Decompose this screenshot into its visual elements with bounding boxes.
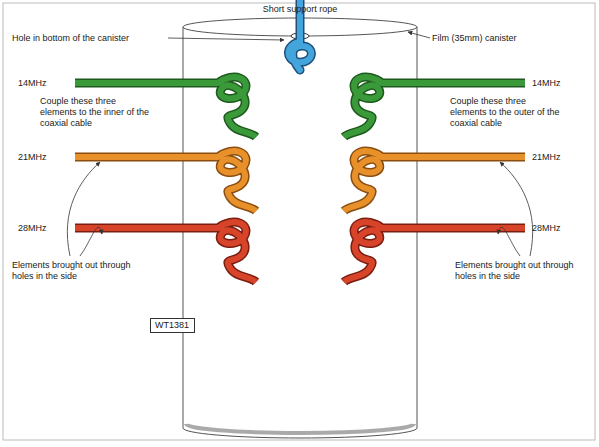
antenna-element <box>344 151 525 211</box>
antenna-element <box>75 222 256 282</box>
leader-lines <box>67 32 532 256</box>
frequency-label: 21MHz <box>18 152 70 163</box>
frequency-label: 14MHz <box>532 78 584 89</box>
canister-label: Film (35mm) canister <box>432 33 552 44</box>
reference-box: WT1381 <box>150 318 195 333</box>
coupling-note: Couple these three elements to the outer… <box>450 96 562 129</box>
element-note: Elements brought out through holes in th… <box>455 260 590 282</box>
frequency-label: 14MHz <box>18 78 70 89</box>
element-outline <box>75 222 256 282</box>
hole-label: Hole in bottom of the canister <box>12 33 168 44</box>
element-outline <box>344 151 525 211</box>
reference-code: WT1381 <box>155 320 190 331</box>
element-outline <box>75 151 256 211</box>
frequency-label: 28MHz <box>18 223 70 234</box>
rope-label: Short support rope <box>250 4 350 15</box>
frequency-label: 21MHz <box>532 152 584 163</box>
coupling-note: Couple these three elements to the inner… <box>40 96 150 129</box>
antenna-element <box>75 151 256 211</box>
element-note: Elements brought out through holes in th… <box>12 260 152 282</box>
frequency-label: 28MHz <box>532 223 584 234</box>
